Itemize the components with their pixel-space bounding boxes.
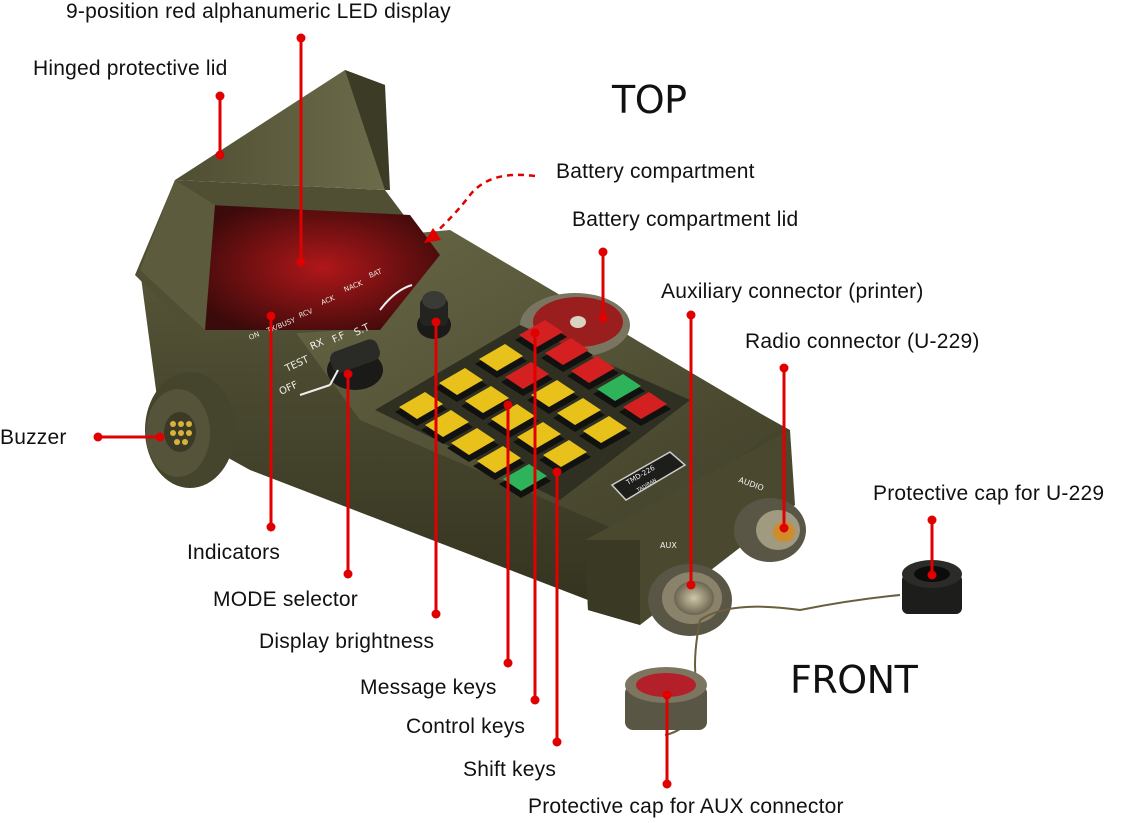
aux-cap <box>625 667 707 730</box>
label-shift-keys: Shift keys <box>463 758 557 781</box>
leader-dot-led-display <box>296 33 306 43</box>
leader-dot-shift-keys <box>552 467 562 477</box>
leader-dot-lid <box>215 150 225 160</box>
leader-dot-radio-connector <box>779 523 789 533</box>
leader-dot-buzzer <box>155 432 165 442</box>
label-buzzer: Buzzer <box>0 426 67 449</box>
protective-lid <box>140 70 390 330</box>
leader-dot-radio-connector <box>779 363 789 373</box>
leader-dot-battery-lid <box>598 247 608 257</box>
message-key[interactable] <box>517 422 561 449</box>
leader-dot-control-keys <box>530 695 540 705</box>
leader-dot-display-brightness <box>431 609 441 619</box>
message-key[interactable] <box>451 428 495 455</box>
message-key[interactable] <box>477 446 521 473</box>
leader-dot-cap-aux <box>662 690 672 700</box>
message-key[interactable] <box>439 368 483 395</box>
leader-dot-message-keys <box>503 658 513 668</box>
control-key[interactable] <box>505 362 549 389</box>
leader-dot-indicators <box>266 522 276 532</box>
message-key[interactable] <box>465 386 509 413</box>
message-key[interactable] <box>491 404 535 431</box>
label-control-keys: Control keys <box>406 715 526 738</box>
label-cap-aux: Protective cap for AUX connector <box>528 795 844 818</box>
leader-dot-cap-u229 <box>927 570 937 580</box>
mode-label: F.F <box>331 330 348 346</box>
message-key[interactable] <box>479 344 523 371</box>
label-mode-selector: MODE selector <box>213 588 358 611</box>
leader-dot-mode-selector <box>343 369 353 379</box>
leader-dot-aux-connector <box>686 310 696 320</box>
indicator-label: ON <box>248 330 261 341</box>
leader-dot-shift-keys <box>552 737 562 747</box>
label-cap-u229: Protective cap for U-229 <box>873 482 1105 505</box>
leader-dot-buzzer <box>93 432 103 442</box>
heading-front: FRONT <box>790 658 918 702</box>
leader-dot-cap-aux <box>662 779 672 789</box>
mode-selector-knob <box>299 339 383 396</box>
leader-lines <box>93 33 937 789</box>
label-radio-connector: Radio connector (U-229) <box>745 330 980 353</box>
led-display-window <box>205 205 440 330</box>
heading-top: TOP <box>612 78 687 122</box>
leader-dot-battery-lid <box>598 313 608 323</box>
message-key[interactable] <box>557 398 601 425</box>
control-key[interactable] <box>571 356 615 383</box>
leader-dot-mode-selector <box>343 569 353 579</box>
leader-dot-cap-u229 <box>927 515 937 525</box>
message-key[interactable] <box>399 392 443 419</box>
leader-dot-control-keys <box>530 328 540 338</box>
message-key[interactable] <box>531 380 575 407</box>
label-battery-compartment: Battery compartment <box>556 160 755 183</box>
buzzer-grille <box>164 412 196 452</box>
front-aux-label: AUX <box>660 541 677 550</box>
control-key[interactable] <box>623 392 667 419</box>
mode-label: RX <box>309 337 326 353</box>
label-lid: Hinged protective lid <box>33 57 228 80</box>
leader-dot-lid <box>215 91 225 101</box>
battery-compartment-arrowhead <box>424 228 441 243</box>
leader-dot-message-keys <box>503 400 513 410</box>
leader-dot-aux-connector <box>686 580 696 590</box>
leader-dot-display-brightness <box>431 317 441 327</box>
shift-key[interactable] <box>597 374 641 401</box>
battery-compartment-arrow <box>429 173 536 239</box>
label-battery-lid: Battery compartment lid <box>572 208 799 231</box>
aux-connector: AUX <box>648 541 732 636</box>
leader-dot-led-display <box>296 257 306 267</box>
control-key[interactable] <box>519 320 563 347</box>
control-key[interactable] <box>545 338 589 365</box>
label-message-keys: Message keys <box>360 676 497 699</box>
leader-dot-indicators <box>266 311 276 321</box>
label-display-brightness: Display brightness <box>259 630 435 653</box>
label-aux-connector: Auxiliary connector (printer) <box>661 280 924 303</box>
keypad-keys <box>395 320 671 498</box>
label-indicators: Indicators <box>187 541 281 564</box>
radio-connector: AUDIO <box>734 475 806 562</box>
message-key[interactable] <box>543 440 587 467</box>
label-led-display: 9-position red alphanumeric LED display <box>66 0 451 23</box>
nameplate: TMD-226 TADIRAN <box>610 451 687 501</box>
message-key[interactable] <box>583 416 627 443</box>
